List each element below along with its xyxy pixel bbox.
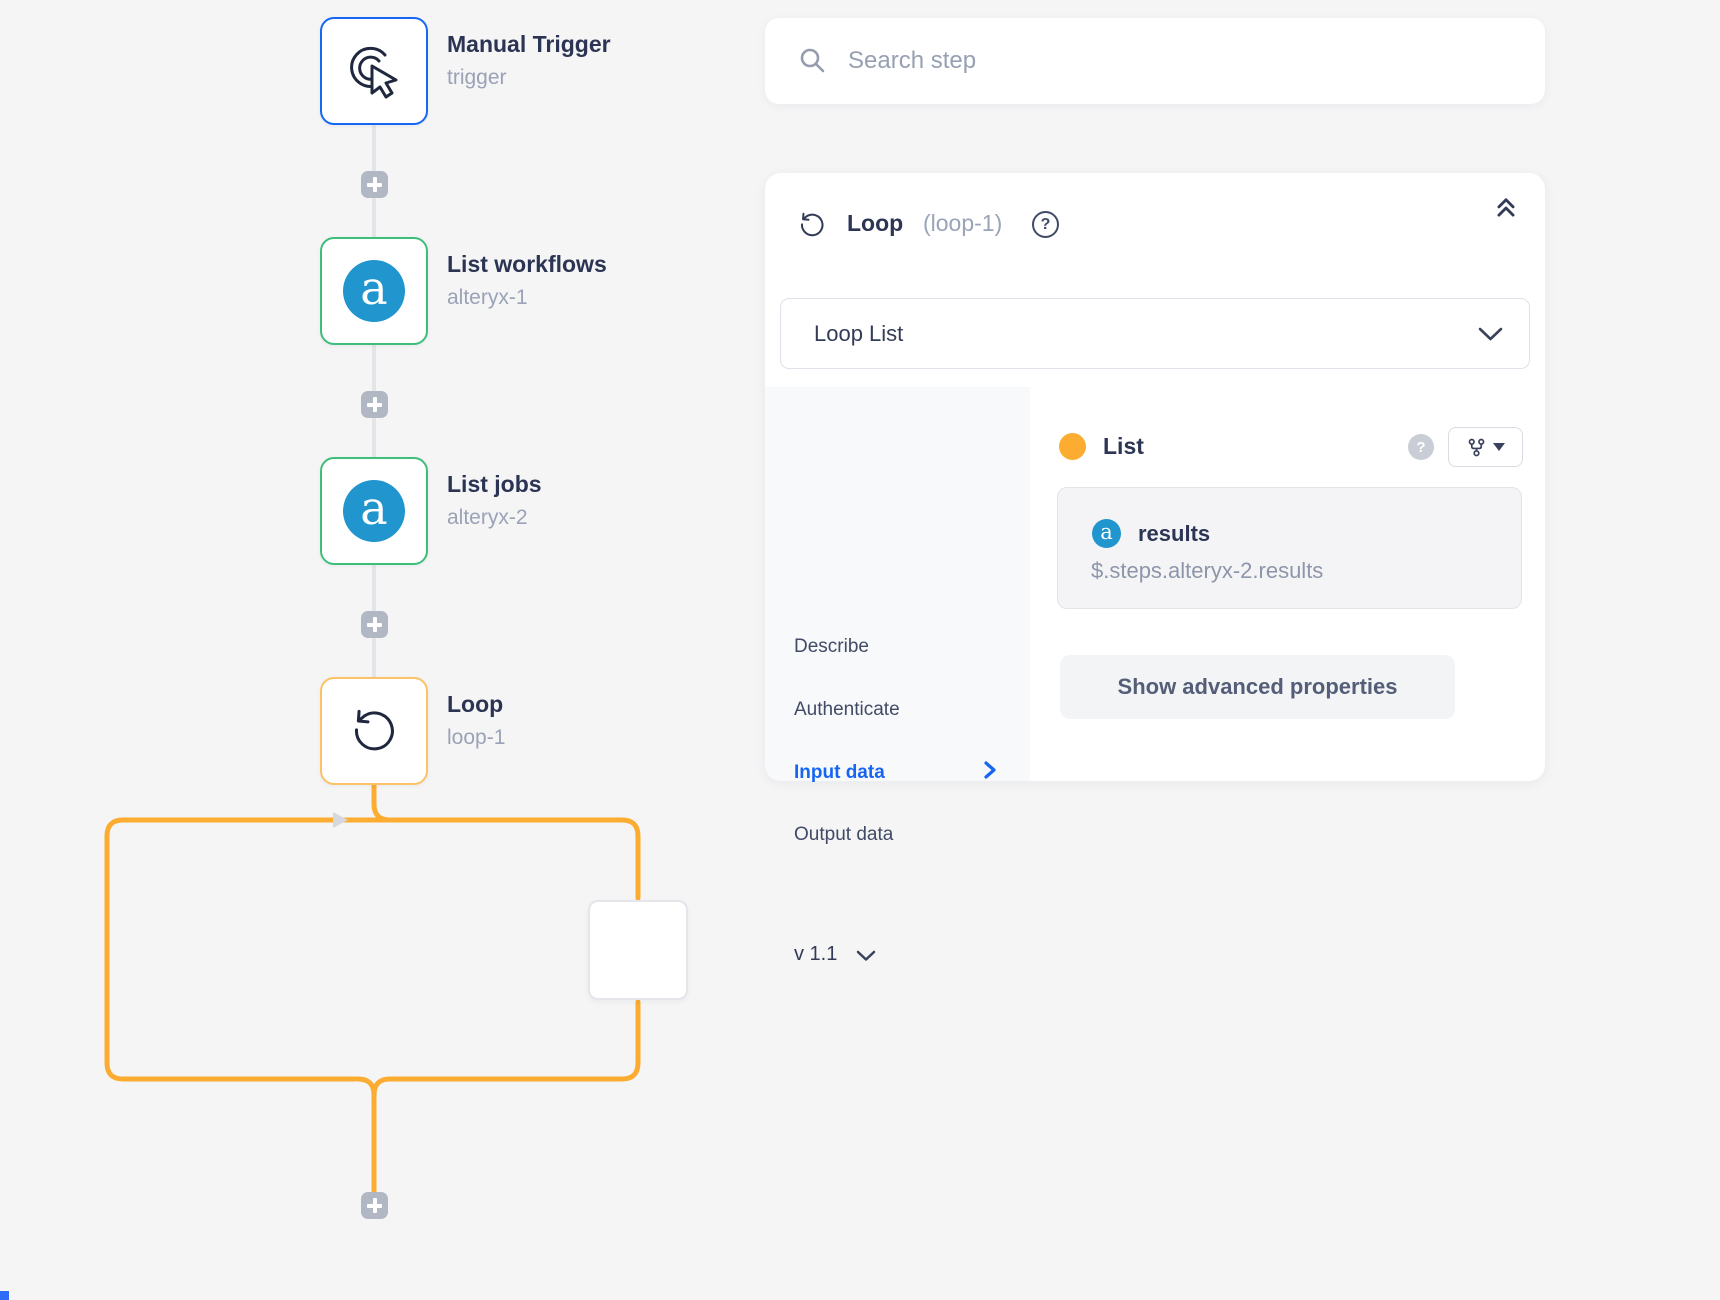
field-label: List bbox=[1103, 433, 1144, 459]
chevron-down-icon bbox=[1478, 327, 1503, 341]
operation-select[interactable]: Loop List bbox=[780, 298, 1530, 369]
chevron-down-icon bbox=[857, 950, 876, 961]
add-step-button[interactable] bbox=[361, 391, 388, 418]
add-step-button[interactable] bbox=[361, 1192, 388, 1219]
node-title: Manual Trigger bbox=[447, 31, 611, 57]
panel-instance-id: (loop-1) bbox=[923, 210, 1003, 236]
node-label: List workflows bbox=[447, 251, 607, 278]
tab-input-data[interactable]: Input data bbox=[794, 762, 885, 783]
loop-icon bbox=[800, 212, 824, 237]
version-selector[interactable]: v 1.1 bbox=[794, 943, 876, 966]
node-list-jobs[interactable]: a bbox=[320, 457, 428, 565]
node-list-workflows[interactable]: a bbox=[320, 237, 428, 345]
alteryx-icon: a bbox=[343, 260, 405, 322]
operation-select-value: Loop List bbox=[814, 320, 904, 346]
tab-describe[interactable]: Describe bbox=[794, 636, 869, 657]
node-subtitle: alteryx-1 bbox=[447, 286, 528, 309]
add-step-button[interactable] bbox=[361, 611, 388, 638]
node-label: Manual Trigger bbox=[447, 31, 611, 58]
node-label: Loop bbox=[447, 691, 503, 718]
field-mode-dropdown[interactable] bbox=[1448, 427, 1523, 467]
node-subtitle: loop-1 bbox=[447, 726, 506, 749]
step-properties-panel: Loop (loop-1) ? Loop List Describe Authe… bbox=[765, 173, 1545, 965]
chevron-right-icon bbox=[984, 761, 996, 779]
dropdown-arrow-icon bbox=[1492, 443, 1505, 451]
tab-output-data[interactable]: Output data bbox=[794, 824, 894, 845]
chat-widget-edge[interactable] bbox=[0, 1291, 9, 1300]
tab-authenticate[interactable]: Authenticate bbox=[794, 699, 900, 720]
input-data-content: List ? a results bbox=[1030, 387, 1545, 781]
node-title: List workflows bbox=[447, 251, 607, 277]
node-subtitle: trigger bbox=[447, 66, 507, 89]
search-icon bbox=[800, 48, 825, 73]
version-label: v 1.1 bbox=[794, 943, 838, 965]
alteryx-icon: a bbox=[1092, 519, 1121, 548]
required-field-dot bbox=[1059, 433, 1086, 460]
loop-branch-path bbox=[104, 781, 641, 1196]
loop-icon bbox=[354, 709, 394, 751]
node-label: List jobs bbox=[447, 471, 542, 498]
panel-title: Loop bbox=[847, 210, 904, 236]
list-field-row: List ? bbox=[1030, 387, 1545, 467]
workflow-canvas-connectors bbox=[104, 124, 641, 1196]
field-help-icon[interactable]: ? bbox=[1408, 434, 1434, 460]
collapse-panel-icon[interactable] bbox=[1493, 195, 1519, 221]
branch-icon bbox=[1468, 438, 1484, 456]
chip-jsonpath: $.steps.alteryx-2.results bbox=[1091, 558, 1324, 583]
node-title: Loop bbox=[447, 691, 504, 717]
manual-trigger-icon bbox=[350, 46, 398, 99]
loop-body-placeholder[interactable] bbox=[588, 900, 688, 1000]
alteryx-icon: a bbox=[343, 480, 405, 542]
node-loop[interactable] bbox=[320, 677, 428, 785]
add-step-button[interactable] bbox=[361, 171, 388, 198]
search-step-input[interactable] bbox=[848, 47, 1488, 75]
chip-name: results bbox=[1138, 521, 1211, 546]
list-value-jsonpath-chip[interactable]: a results $.steps.alteryx-2.results bbox=[1057, 487, 1522, 609]
loop-flow-arrow-icon bbox=[333, 812, 348, 828]
node-title: List jobs bbox=[447, 471, 542, 497]
panel-header: Loop (loop-1) ? bbox=[765, 173, 1545, 298]
help-icon[interactable]: ? bbox=[1032, 211, 1059, 238]
node-manual-trigger[interactable] bbox=[320, 17, 428, 125]
node-subtitle: alteryx-2 bbox=[447, 506, 528, 529]
show-advanced-properties-button[interactable]: Show advanced properties bbox=[1060, 655, 1455, 719]
panel-tab-rail: Describe Authenticate Input data Output … bbox=[765, 387, 1030, 965]
search-bar bbox=[765, 18, 1545, 104]
